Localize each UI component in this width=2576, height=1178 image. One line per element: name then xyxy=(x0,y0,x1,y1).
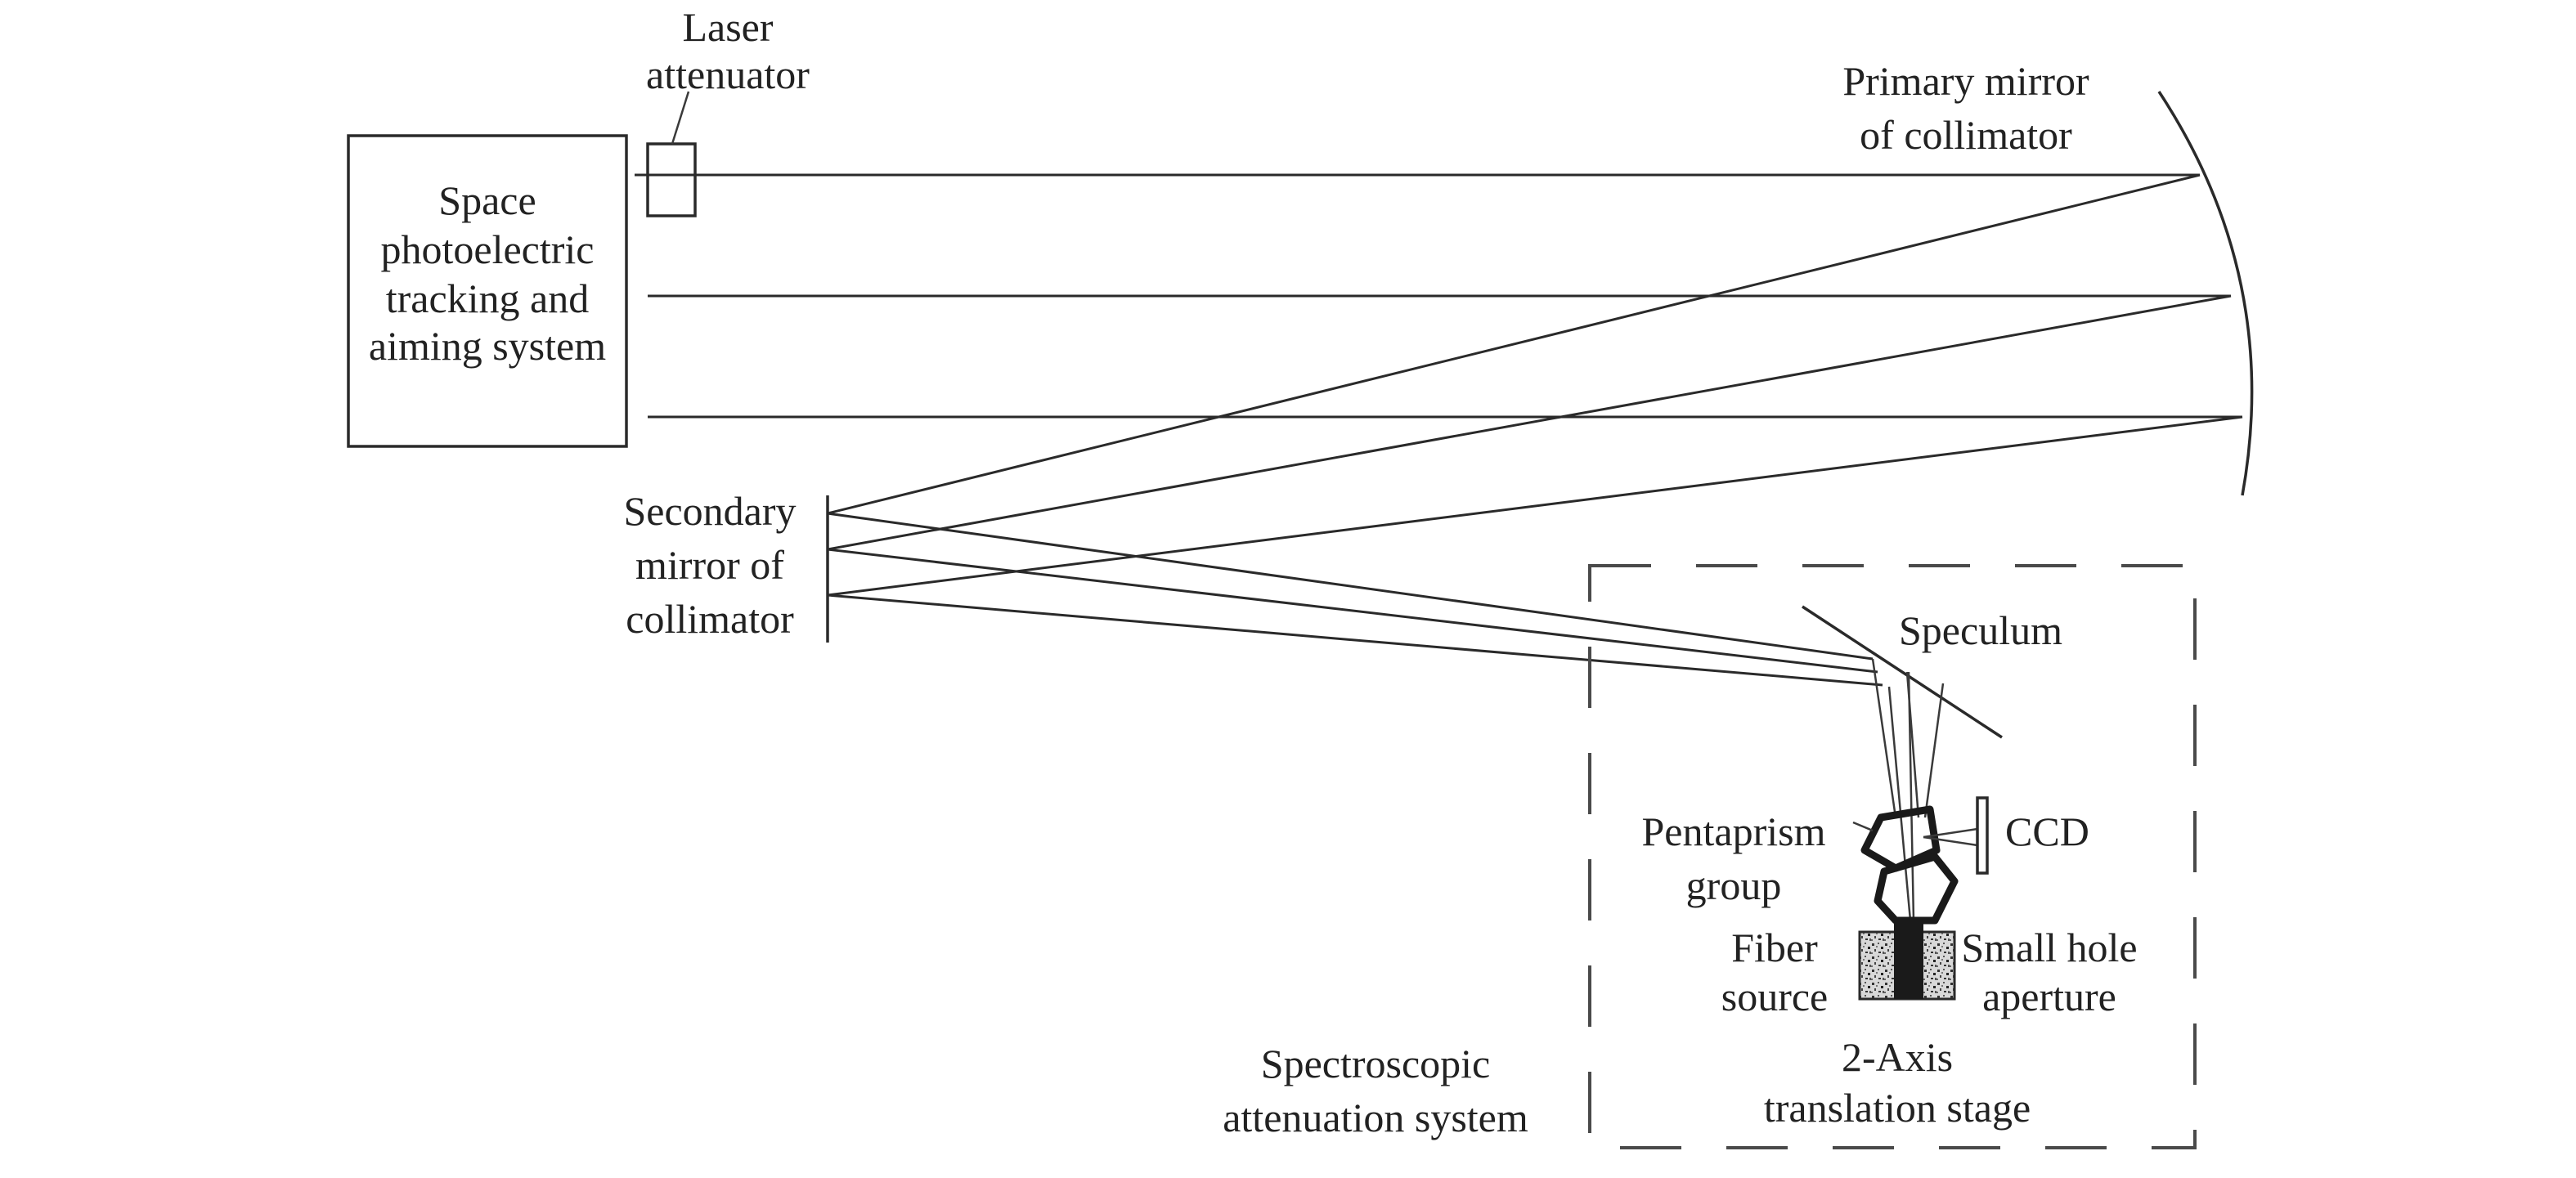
svg-text:2-Axis: 2-Axis xyxy=(1842,1034,1953,1080)
beam-down-1 xyxy=(1871,658,1897,818)
spectroscopic-enclosure xyxy=(1588,564,2197,1149)
pentaprism-group-label: Pentaprism group xyxy=(1642,808,1826,908)
svg-text:photoelectric: photoelectric xyxy=(381,226,595,272)
ccd-label: CCD xyxy=(2005,808,2089,854)
fiber-source-label: Fiber source xyxy=(1721,925,1829,1019)
svg-text:group: group xyxy=(1686,862,1782,908)
speculum-mirror xyxy=(1802,605,2003,739)
laser-attenuator-label: Laser attenuator xyxy=(646,4,810,97)
beam-down-3 xyxy=(1923,683,1945,818)
pentaprism-lower xyxy=(1874,853,1959,925)
laser-attenuator-box xyxy=(646,142,697,217)
primary-mirror xyxy=(2157,91,2254,496)
beam-reflect-upper xyxy=(827,173,2201,515)
svg-text:aperture: aperture xyxy=(1982,974,2116,1019)
svg-text:Pentaprism: Pentaprism xyxy=(1642,808,1826,854)
spectroscopic-system-label: Spectroscopic attenuation system xyxy=(1223,1041,1528,1140)
svg-text:source: source xyxy=(1721,974,1829,1019)
beam-to-speculum-1 xyxy=(827,512,1874,661)
ccd-detector xyxy=(1976,796,1989,875)
beam-to-speculum-3 xyxy=(827,593,1883,687)
secondary-mirror-label: Secondary mirror of collimator xyxy=(623,488,796,642)
svg-text:mirror of: mirror of xyxy=(635,542,784,588)
primary-mirror-label: Primary mirror of collimator xyxy=(1842,58,2089,158)
svg-text:Primary mirror: Primary mirror xyxy=(1842,58,2089,104)
pentaprism-tick xyxy=(1852,821,1874,832)
small-hole-aperture-label: Small hole aperture xyxy=(1961,925,2137,1019)
beam-ccd-1 xyxy=(1923,827,1978,839)
svg-text:translation stage: translation stage xyxy=(1764,1085,2031,1131)
beam-reflect-middle xyxy=(827,294,2232,551)
beam-down-4 xyxy=(1887,686,1912,921)
svg-text:attenuator: attenuator xyxy=(646,52,810,97)
svg-text:Laser: Laser xyxy=(682,4,773,50)
svg-text:Fiber: Fiber xyxy=(1731,925,1818,970)
beam-ccd-2 xyxy=(1923,835,1978,847)
laser-attenuator-leader xyxy=(671,91,690,145)
svg-text:Space: Space xyxy=(438,177,536,223)
svg-text:Small hole: Small hole xyxy=(1961,925,2137,970)
svg-text:attenuation system: attenuation system xyxy=(1223,1095,1528,1140)
svg-text:tracking and: tracking and xyxy=(386,275,590,321)
small-hole-aperture xyxy=(1894,924,1923,999)
beam-down-axis xyxy=(1907,671,1915,921)
beam-reflect-lower xyxy=(827,415,2243,597)
speculum-label: Speculum xyxy=(1899,607,2062,653)
svg-text:Spectroscopic: Spectroscopic xyxy=(1261,1041,1490,1086)
svg-text:aiming system: aiming system xyxy=(369,323,606,369)
svg-text:Secondary: Secondary xyxy=(623,488,796,534)
svg-text:of collimator: of collimator xyxy=(1860,112,2072,158)
beam-to-speculum-2 xyxy=(827,548,1878,674)
tracking-system-label: Space photoelectric tracking and aiming … xyxy=(369,177,606,369)
svg-text:collimator: collimator xyxy=(626,596,794,642)
tracking-system-box xyxy=(347,134,628,448)
translation-stage-label: 2-Axis translation stage xyxy=(1764,1034,2031,1131)
